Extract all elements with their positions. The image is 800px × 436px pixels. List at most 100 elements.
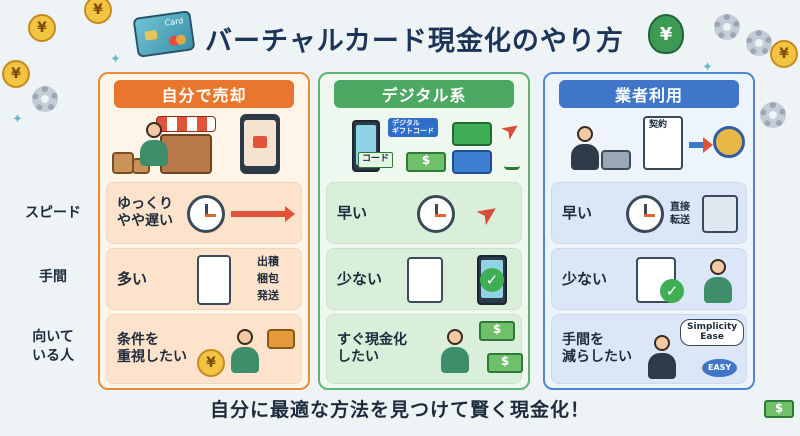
cell-effort: 少ない ✓ (326, 248, 522, 310)
illustration-digital: デジタル ギフトコード コード ➤ (328, 112, 526, 180)
person-head (577, 126, 593, 142)
sparkle-icon: ✦ (12, 112, 23, 127)
effort-value: 少ない (562, 269, 608, 288)
card-icon (452, 150, 492, 174)
badge-icon (713, 126, 745, 158)
gear-icon (32, 86, 58, 112)
person-body (441, 347, 469, 373)
step-listing: 出積 (257, 255, 279, 268)
yen-coin-icon: ¥ (770, 40, 798, 68)
arrow-icon (689, 137, 713, 153)
gift-code-tag: デジタル ギフトコード (388, 118, 438, 138)
code-tag: コード (358, 152, 394, 168)
card-icon (452, 122, 492, 146)
person-head (146, 122, 162, 138)
cardboard-box-icon (112, 152, 134, 174)
relaxed-person-icon (702, 259, 732, 303)
clock-icon (187, 195, 225, 233)
sparkle-icon: ✦ (702, 60, 713, 75)
footer-tagline: 自分に最適な方法を見つけて賢く現金化！ (209, 399, 590, 421)
step-shipping: 発送 (257, 289, 279, 302)
person-body (231, 347, 259, 373)
cell-speed: 早い 直接 転送 (551, 182, 747, 244)
rocket-icon: ➤ (496, 114, 526, 147)
money-bag-icon: ¥ (648, 14, 684, 54)
seller-person-icon (138, 122, 168, 166)
slow-arrow-icon (231, 206, 295, 222)
phone-person-icon (646, 335, 676, 379)
checklist-icon (407, 257, 443, 303)
person-body (648, 353, 676, 379)
step-packing: 梱包 (257, 272, 279, 285)
price-tag-icon (267, 329, 295, 349)
yen-coin-icon: ¥ (28, 14, 56, 42)
cell-speed: 早い ➤ (326, 182, 522, 244)
illustration-vendor: 契約 (553, 112, 745, 180)
cash-hand-icon (764, 400, 794, 418)
cell-suited: すぐ現金化 したい (326, 314, 523, 384)
yen-coin-icon: ¥ (84, 0, 112, 24)
excited-person-icon (439, 329, 469, 373)
card-brand-text: Card (164, 16, 184, 28)
check-icon: ✓ (480, 268, 504, 292)
shopping-bag-icon (253, 136, 267, 148)
column-header: デジタル系 (334, 80, 514, 108)
speech-bubble: Simplicity Ease (680, 319, 745, 346)
row-label-speed: スピード (25, 205, 81, 221)
yen-coin-icon: ¥ (2, 60, 30, 88)
suited-value: すぐ現金化 したい (337, 331, 407, 366)
easy-button: EASY (702, 359, 738, 378)
cell-effort: 少ない ✓ (551, 248, 747, 310)
cell-suited: 条件を 重視したい ¥ (106, 314, 302, 384)
credit-card-icon: Card (132, 10, 196, 58)
checklist-icon (197, 255, 231, 305)
speed-value: ゆっくり やや遅い (117, 195, 173, 230)
suited-value: 条件を 重視したい (117, 331, 187, 366)
gear-icon (714, 14, 740, 40)
speed-value: 早い (337, 203, 368, 222)
row-label-suited: 向いて いる人 (32, 329, 74, 364)
person-head (710, 259, 726, 275)
person-body (704, 277, 732, 303)
card-chip (144, 30, 158, 41)
cash-bill-icon (406, 152, 446, 172)
column-self-sell: 自分で売却 ゆっくり やや遅い 多い 出積 梱包 発送 (98, 72, 310, 390)
sparkle-icon: ✦ (110, 52, 121, 67)
cell-suited: 手間を 減らしたい Simplicity Ease EASY (551, 314, 747, 384)
cell-effort: 多い 出積 梱包 発送 (106, 248, 302, 310)
gear-icon (746, 30, 772, 56)
shopping-phone-icon (240, 114, 280, 174)
cell-speed: ゆっくり やや遅い (106, 182, 302, 244)
stopwatch-icon (417, 195, 455, 233)
person-body (140, 140, 168, 166)
contract-document-icon: 契約 (643, 116, 683, 170)
column-digital: デジタル系 デジタル ギフトコード コード ➤ 早い ➤ 少ない ✓ すぐ現金化… (318, 72, 530, 390)
laptop-icon (601, 150, 631, 170)
person-head (447, 329, 463, 345)
contract-label: 契約 (649, 120, 668, 130)
page-title: バーチャルカード現金化のやり方 (205, 25, 624, 57)
speed-value: 早い (562, 203, 593, 222)
bank-icon (702, 195, 738, 233)
column-vendor: 業者利用 契約 早い 直接 転送 少ない ✓ 手間 (543, 72, 755, 390)
column-header: 自分で売却 (114, 80, 294, 108)
stopwatch-icon (626, 195, 664, 233)
cash-bill-icon (479, 321, 515, 341)
suited-value: 手間を 減らしたい (562, 331, 632, 366)
gear-icon (760, 102, 786, 128)
cash-bill-icon (487, 353, 523, 373)
card-logo-circle (175, 34, 187, 46)
check-icon: ✓ (660, 279, 684, 303)
operator-person-icon (569, 126, 599, 170)
thinking-person-icon (229, 329, 259, 373)
direct-transfer-note: 直接 転送 (670, 202, 690, 226)
effort-value: 多い (117, 269, 148, 288)
row-label-effort: 手間 (39, 269, 67, 285)
column-header: 業者利用 (559, 80, 739, 108)
person-body (571, 144, 599, 170)
person-head (654, 335, 670, 351)
rocket-icon: ➤ (470, 195, 506, 233)
stall-counter-icon (160, 134, 212, 174)
person-head (237, 329, 253, 345)
